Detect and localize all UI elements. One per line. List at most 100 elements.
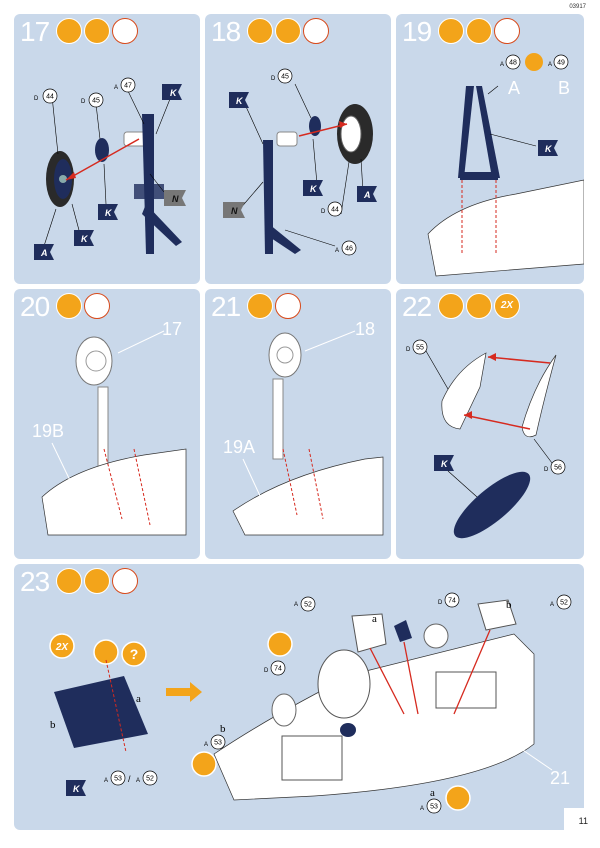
snowflake-icon <box>191 751 217 777</box>
step-icons <box>247 293 301 319</box>
svg-text:b: b <box>506 599 512 611</box>
svg-text:A: A <box>136 778 140 784</box>
ref-step-17: 17 <box>162 319 182 339</box>
part-d55: 55 <box>416 345 424 352</box>
page-number-box <box>564 808 594 838</box>
clock-icon <box>112 18 138 44</box>
svg-text:A: A <box>420 806 424 812</box>
svg-text:52: 52 <box>304 602 312 609</box>
svg-text:D: D <box>81 99 86 105</box>
direction-arrow <box>166 682 202 702</box>
snowflake-icon <box>267 631 293 657</box>
quantity-2x: 2X <box>55 642 70 653</box>
svg-text:A: A <box>548 62 552 68</box>
question-icon: ? <box>130 646 139 662</box>
svg-text:74: 74 <box>448 598 456 605</box>
quantity-2x-icon: 2X <box>494 293 520 319</box>
snowflake-icon <box>445 785 471 811</box>
bipod-strut <box>458 86 474 178</box>
part-d44: 44 <box>331 207 339 214</box>
glue-icon <box>247 293 273 319</box>
svg-text:K: K <box>81 234 89 244</box>
fuselage <box>427 179 584 277</box>
svg-text:52: 52 <box>560 600 568 607</box>
svg-text:D: D <box>406 347 411 353</box>
step-icons <box>56 293 110 319</box>
svg-text:D: D <box>321 209 326 215</box>
svg-text:52: 52 <box>146 776 154 783</box>
svg-text:A: A <box>40 248 48 258</box>
armor-plate <box>54 676 148 748</box>
part-52-right <box>477 599 517 631</box>
svg-text:74: 74 <box>274 666 282 673</box>
wheel-assembly <box>268 332 302 378</box>
glue-icon <box>438 293 464 319</box>
svg-text:A: A <box>363 190 371 200</box>
svg-text:D: D <box>544 467 549 473</box>
part-letter: D <box>34 96 39 102</box>
step-number: 18 <box>211 16 241 47</box>
svg-text:b: b <box>220 723 226 735</box>
ref-step-19a: 19A <box>223 437 255 457</box>
svg-text:53: 53 <box>214 740 222 747</box>
svg-text:N: N <box>172 194 179 204</box>
step-icons <box>56 18 138 44</box>
step-number: 22 <box>402 291 432 322</box>
wheel-assembly <box>75 336 113 386</box>
ref-step-18: 18 <box>355 319 375 339</box>
hub-disc <box>95 138 109 162</box>
flag-n <box>164 190 186 206</box>
part-a48: 48 <box>509 60 517 67</box>
clock-icon <box>84 293 110 319</box>
canopy-frame-navy <box>453 471 531 539</box>
step-20-diagram: 17 19B <box>32 319 187 536</box>
svg-text:a: a <box>430 787 435 799</box>
step-20-panel: 20 17 19B <box>14 289 200 559</box>
part-a49: 49 <box>557 60 565 67</box>
svg-text:a: a <box>372 613 377 625</box>
svg-text:A: A <box>114 85 118 91</box>
svg-text:K: K <box>170 88 178 98</box>
part-d56: 56 <box>554 465 562 472</box>
part-a47: 47 <box>124 83 132 90</box>
svg-text:53: 53 <box>114 776 122 783</box>
variant-a: A <box>508 78 520 98</box>
svg-text:A: A <box>204 742 208 748</box>
svg-text:K: K <box>310 184 318 194</box>
paint-icon <box>275 18 301 44</box>
glue-icon <box>56 293 82 319</box>
svg-text:K: K <box>441 459 449 469</box>
step-number: 21 <box>211 291 241 322</box>
clock-icon <box>494 18 520 44</box>
flag-k <box>162 84 182 100</box>
glue-icon <box>438 18 464 44</box>
step-22-diagram: D 55 D 56 K <box>406 339 566 539</box>
footwell-plate <box>281 735 343 781</box>
svg-text:A: A <box>294 602 298 608</box>
paint-icon <box>84 568 110 594</box>
part-a46: 46 <box>345 246 353 253</box>
step-19-panel: 19 A 48 A 49 A B K <box>396 14 584 284</box>
clock-icon <box>112 568 138 594</box>
part-d44: 44 <box>46 94 54 101</box>
step-18-panel: 18 D 45 K K A D 44 N A 46 <box>205 14 391 284</box>
svg-text:/: / <box>128 774 131 784</box>
step-number: 20 <box>20 291 50 322</box>
clock-icon <box>275 293 301 319</box>
svg-text:D: D <box>264 668 269 674</box>
or-icon <box>525 53 543 71</box>
step-number: 19 <box>402 16 432 47</box>
svg-text:a: a <box>136 693 141 705</box>
step-number: 23 <box>20 566 50 597</box>
svg-text:b: b <box>50 719 56 731</box>
canopy-right <box>521 354 557 438</box>
page-number: 11 <box>578 816 588 826</box>
step-icons <box>56 568 138 594</box>
svg-text:A: A <box>104 778 108 784</box>
svg-text:A: A <box>500 62 504 68</box>
cut-icon <box>93 639 119 665</box>
ref-step-21: 21 <box>550 768 570 788</box>
svg-text:K: K <box>73 784 81 794</box>
svg-text:D: D <box>271 76 276 82</box>
clock-icon <box>303 18 329 44</box>
